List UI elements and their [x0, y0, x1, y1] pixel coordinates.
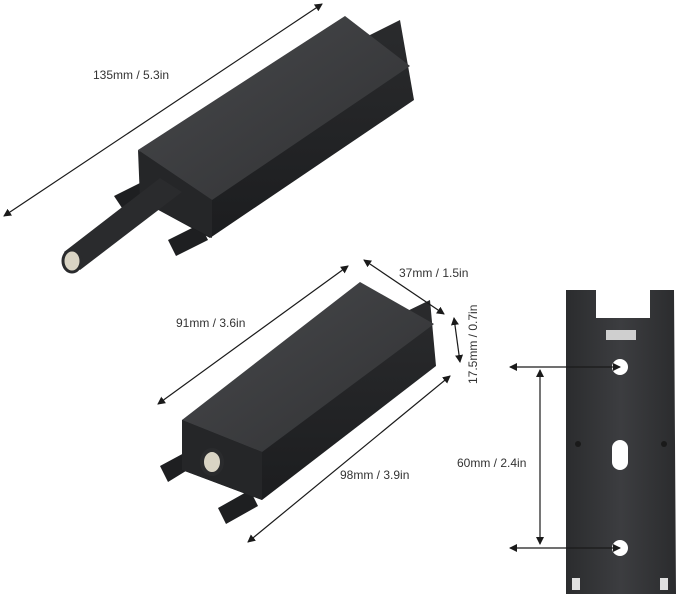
center-slot	[612, 440, 628, 470]
label-body-height: 17.5mm / 0.7in	[466, 304, 480, 384]
arrow-overall-length	[3, 3, 323, 217]
rod-tip	[200, 448, 224, 476]
pin-hole-left	[575, 441, 581, 447]
label-body-length-top: 91mm / 3.6in	[176, 316, 246, 330]
foot-right	[660, 578, 668, 590]
rod-tip	[61, 248, 83, 274]
foot-left	[572, 578, 580, 590]
damper-top	[61, 16, 414, 274]
label-body-length-bottom: 98mm / 3.9in	[340, 468, 410, 482]
arrow-body-width	[363, 259, 445, 315]
pin-hole-right	[661, 441, 667, 447]
label-body-width: 37mm / 1.5in	[399, 266, 469, 280]
mount-tab-front	[168, 224, 208, 256]
dimension-arrows	[3, 3, 621, 552]
arrow-body-length-bottom	[247, 375, 451, 543]
plate-clip	[606, 330, 636, 340]
label-overall-length: 135mm / 5.3in	[93, 68, 170, 82]
label-hole-spacing: 60mm / 2.4in	[457, 456, 527, 470]
arrow-body-length-top	[157, 265, 349, 405]
arrow-body-height	[450, 317, 464, 363]
